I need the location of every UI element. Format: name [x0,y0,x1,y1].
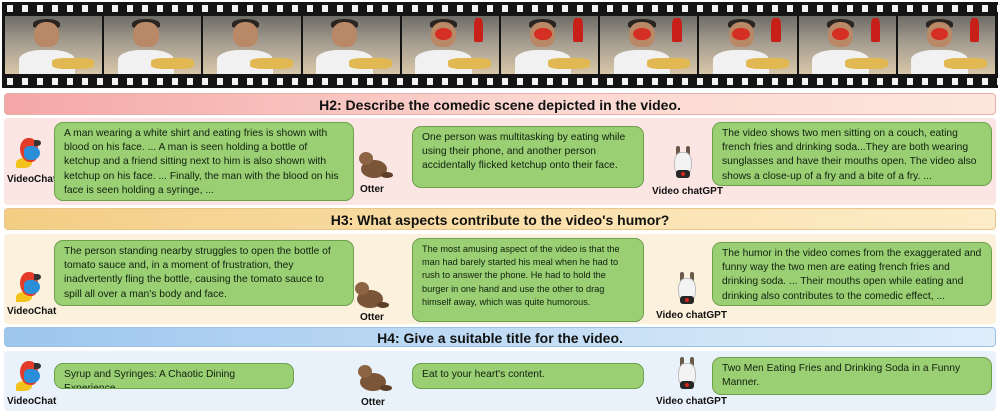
videochat-answer-bubble: The person standing nearby struggles to … [54,240,354,306]
goat-icon [672,357,702,393]
question-h2-header: H2: Describe the comedic scene depicted … [4,93,996,115]
videochat-label: VideoChat [7,174,57,185]
video-frame [203,16,301,74]
otter-answer-bubble: Eat to your heart's content. [412,363,644,389]
otter-label: Otter [360,312,384,323]
videochat-label: VideoChat [7,396,57,407]
answers-panel-h3: VideoChat The person standing nearby str… [4,234,996,324]
otter-label: Otter [361,397,385,408]
parrot-icon [12,266,44,304]
question-h4-header: H4: Give a suitable title for the video. [4,327,996,347]
videochat-label: VideoChat [7,306,57,317]
goat-icon [668,146,698,182]
videochatgpt-answer-bubble: The video shows two men sitting on a cou… [712,122,992,186]
video-frame [798,16,896,74]
videochatgpt-answer-bubble: The humor in the video comes from the ex… [712,242,992,306]
videochatgpt-label: Video chatGPT [652,186,723,197]
frames-row [5,16,996,74]
video-frame [302,16,400,74]
video-frame [600,16,698,74]
video-frames-strip [2,2,998,88]
film-perforations-bottom [2,78,998,85]
film-perforations-top [2,5,998,12]
videochat-answer-bubble: A man wearing a white shirt and eating f… [54,122,354,201]
otter-answer-bubble: The most amusing aspect of the video is … [412,238,644,322]
otter-label: Otter [360,184,384,195]
parrot-icon [12,355,44,393]
otter-answer-bubble: One person was multitasking by eating wh… [412,126,644,188]
otter-icon [353,280,391,312]
otter-icon [357,150,395,182]
question-h3-header: H3: What aspects contribute to the video… [4,208,996,230]
videochatgpt-label: Video chatGPT [656,396,727,407]
otter-icon [356,363,394,395]
video-frame [401,16,500,74]
videochatgpt-answer-bubble: Two Men Eating Fries and Drinking Soda i… [712,357,992,395]
answers-panel-h2: VideoChat A man wearing a white shirt an… [4,118,996,205]
parrot-icon [12,132,44,170]
video-frame [699,16,797,74]
answers-panel-h4: VideoChat Syrup and Syringes: A Chaotic … [4,351,996,411]
videochatgpt-label: Video chatGPT [656,310,727,321]
video-frame [104,16,202,74]
video-frame [501,16,599,74]
video-frame [5,16,103,74]
goat-icon [672,272,702,308]
video-frame [897,16,996,74]
videochat-answer-bubble: Syrup and Syringes: A Chaotic Dining Exp… [54,363,294,389]
